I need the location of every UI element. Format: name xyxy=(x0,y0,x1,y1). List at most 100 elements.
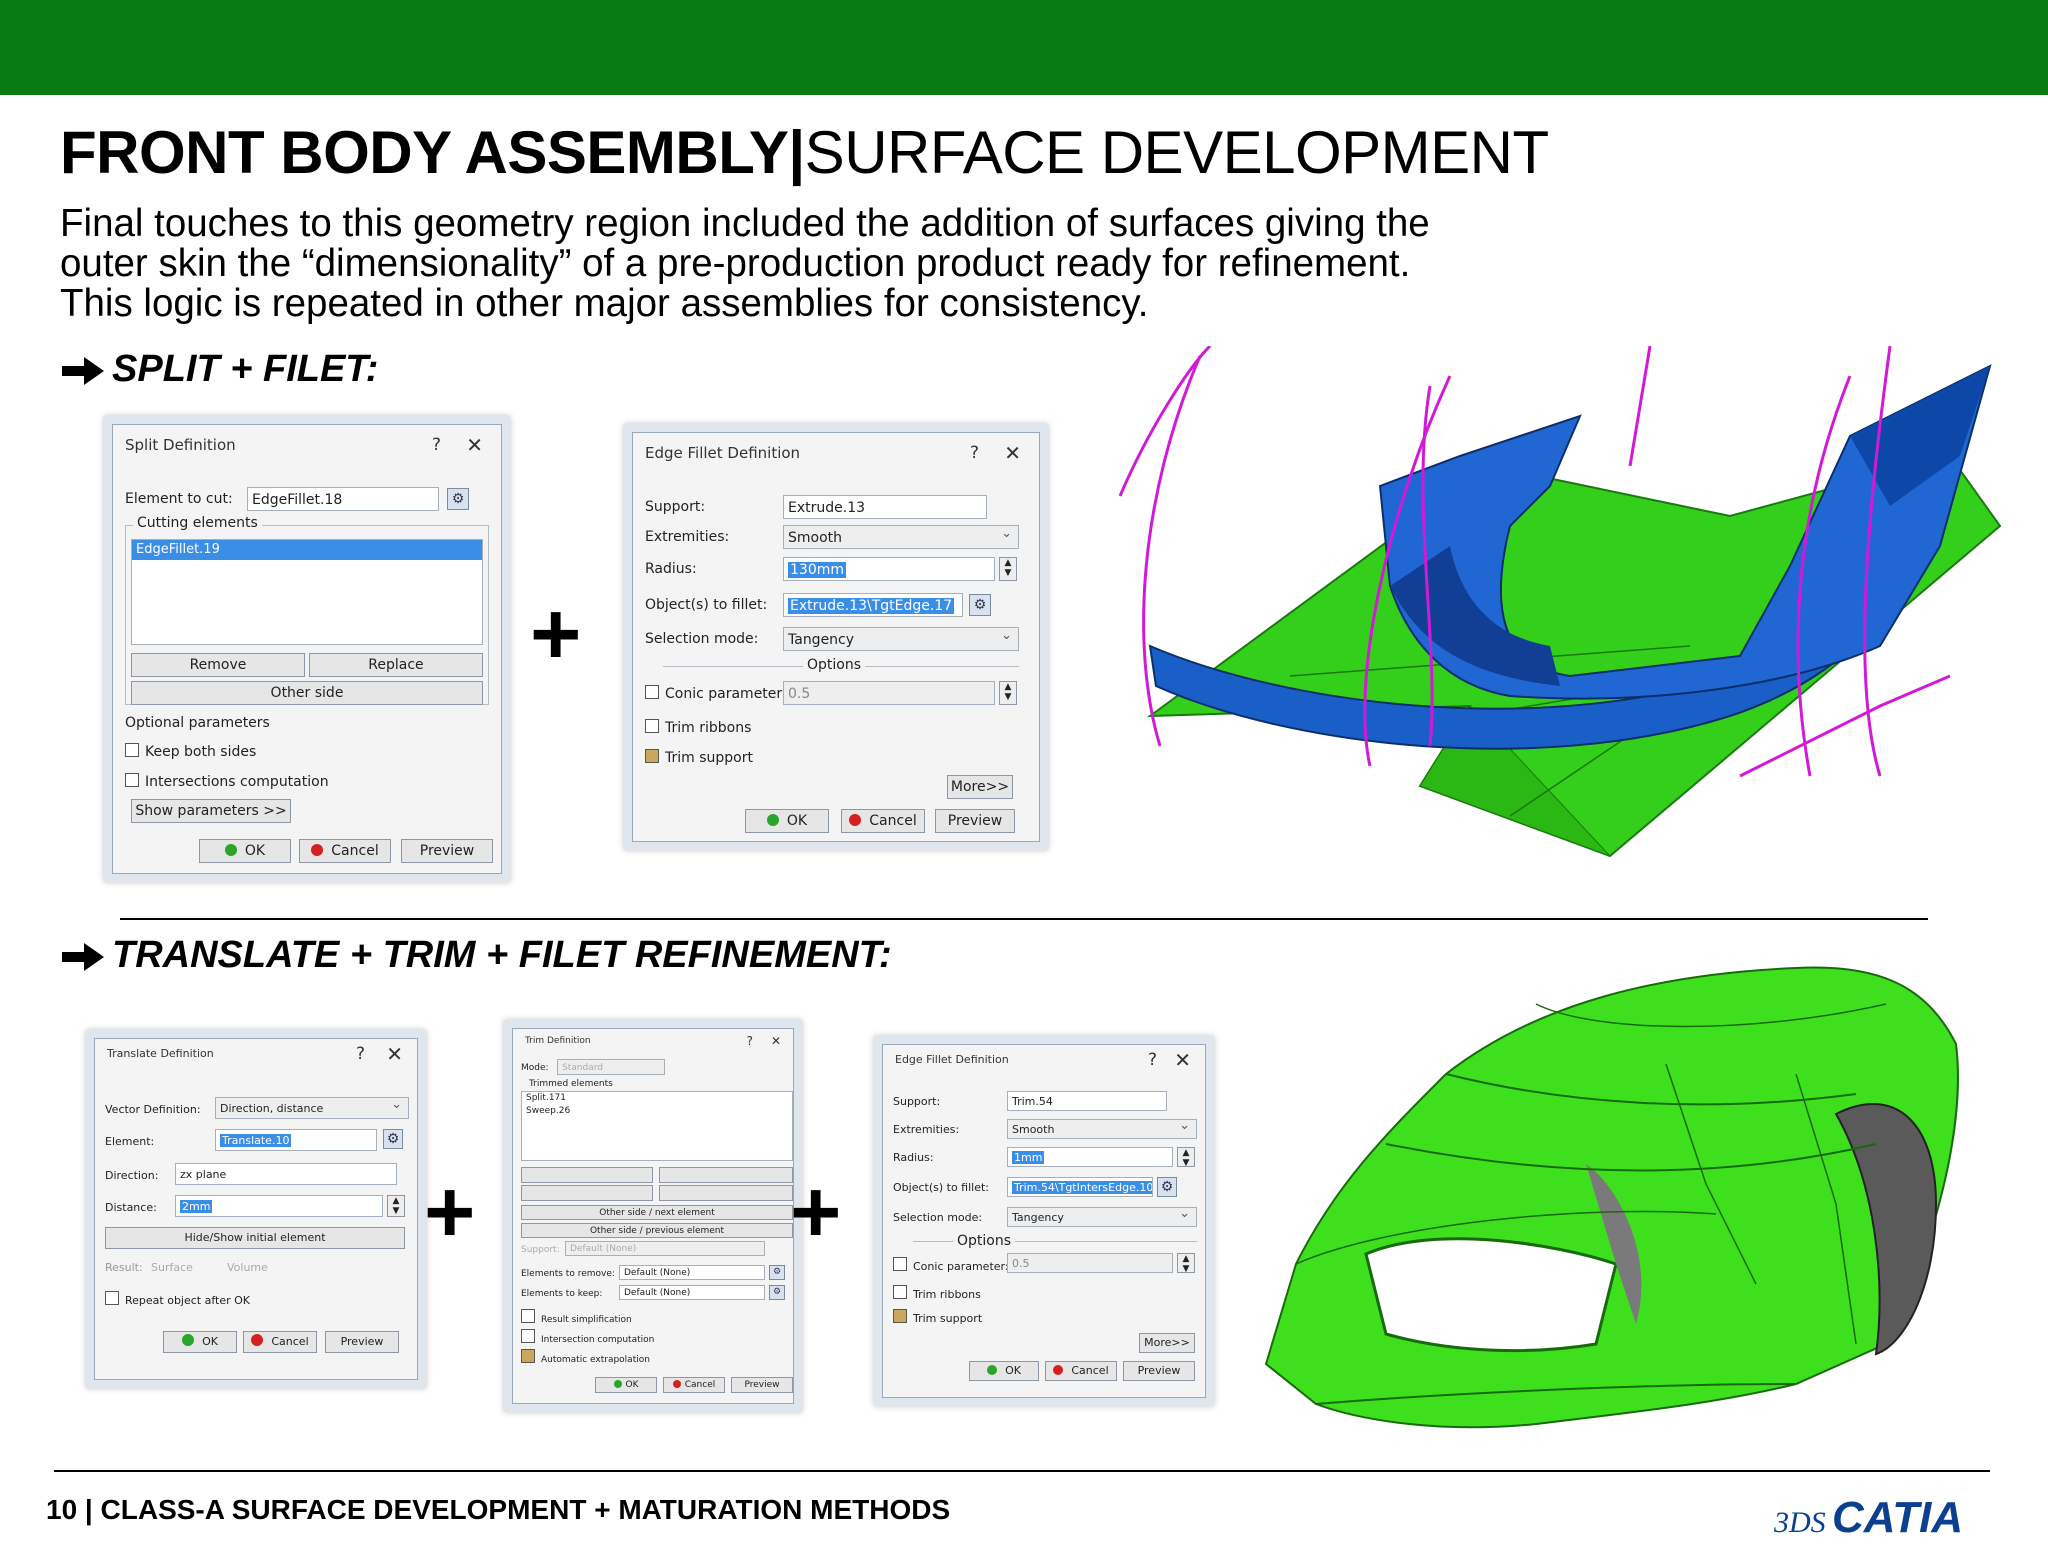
selection-mode-label: Selection mode: xyxy=(645,631,759,647)
preview-button[interactable]: Preview xyxy=(935,809,1015,833)
list-item[interactable]: Sweep.26 xyxy=(526,1106,571,1116)
dialog-title-bar: Edge Fillet Definition ? ✕ xyxy=(883,1045,1205,1075)
cancel-label: Cancel xyxy=(684,1380,716,1390)
preview-button[interactable]: Preview xyxy=(401,839,493,863)
close-button[interactable]: ✕ xyxy=(386,1042,403,1066)
disabled-button[interactable] xyxy=(659,1167,793,1183)
ok-button[interactable]: OK xyxy=(745,809,829,833)
automatic-extrapolation-checkbox[interactable]: Automatic extrapolation xyxy=(521,1349,650,1365)
repeat-object-checkbox[interactable]: Repeat object after OK xyxy=(105,1291,250,1307)
result-simplification-checkbox[interactable]: Result simplification xyxy=(521,1309,632,1325)
ok-label: OK xyxy=(625,1380,639,1390)
split-definition-dialog: Split Definition ? ✕ Element to cut: Edg… xyxy=(104,416,510,882)
ok-icon xyxy=(987,1365,998,1375)
support-field[interactable]: Default (None) xyxy=(565,1241,765,1256)
trim-ribbons-checkbox[interactable]: Trim ribbons xyxy=(893,1285,981,1301)
conic-spinner[interactable]: ▲▼ xyxy=(1177,1253,1195,1274)
radius-spinner[interactable]: ▲▼ xyxy=(1177,1147,1195,1168)
direction-field[interactable]: zx plane xyxy=(175,1163,397,1185)
ok-button[interactable]: OK xyxy=(969,1361,1039,1381)
extremities-dropdown[interactable]: Smooth xyxy=(1007,1119,1197,1139)
close-button[interactable]: ✕ xyxy=(770,1034,781,1048)
elements-to-keep-field[interactable]: Default (None) xyxy=(619,1285,765,1300)
objects-field[interactable]: Extrude.13\TgtEdge.17 xyxy=(783,593,963,617)
cancel-button[interactable]: Cancel xyxy=(1045,1361,1117,1381)
ok-button[interactable]: OK xyxy=(199,839,291,863)
selector-icon[interactable]: ⚙ xyxy=(769,1285,785,1300)
vector-definition-dropdown[interactable]: Direction, distance xyxy=(215,1097,409,1119)
mode-dropdown[interactable]: Standard xyxy=(557,1059,665,1075)
list-item[interactable]: Split.171 xyxy=(526,1093,566,1103)
result-surface-radio[interactable]: Surface xyxy=(151,1261,193,1274)
selector-icon[interactable]: ⚙ xyxy=(769,1265,785,1280)
cancel-button[interactable]: Cancel xyxy=(663,1377,725,1393)
disabled-button[interactable] xyxy=(521,1167,653,1183)
hide-show-button[interactable]: Hide/Show initial element xyxy=(105,1227,405,1249)
selector-icon[interactable]: ⚙ xyxy=(969,594,991,616)
disabled-button[interactable] xyxy=(521,1185,653,1201)
replace-button[interactable]: Replace xyxy=(309,653,483,677)
close-button[interactable]: ✕ xyxy=(1174,1048,1191,1072)
preview-button[interactable]: Preview xyxy=(1123,1361,1195,1381)
result-volume-radio[interactable]: Volume xyxy=(227,1261,268,1274)
cancel-icon xyxy=(1053,1365,1064,1375)
ok-button[interactable]: OK xyxy=(595,1377,657,1393)
cancel-button[interactable]: Cancel xyxy=(841,809,925,833)
close-button[interactable]: ✕ xyxy=(466,433,483,457)
radius-field[interactable]: 1mm xyxy=(1007,1147,1173,1167)
result-label: Result: xyxy=(105,1261,143,1274)
selector-icon[interactable]: ⚙ xyxy=(383,1129,403,1149)
help-button[interactable]: ? xyxy=(431,435,441,455)
preview-button[interactable]: Preview xyxy=(325,1331,399,1353)
intersections-checkbox[interactable]: Intersections computation xyxy=(125,773,329,790)
radius-spinner[interactable]: ▲▼ xyxy=(999,557,1017,581)
selection-mode-dropdown[interactable]: Tangency xyxy=(783,627,1019,651)
help-button[interactable]: ? xyxy=(1147,1050,1157,1070)
trim-ribbons-checkbox[interactable]: Trim ribbons xyxy=(645,719,751,736)
conic-parameter-checkbox[interactable]: Conic parameter: xyxy=(645,685,787,702)
disabled-button[interactable] xyxy=(659,1185,793,1201)
show-parameters-button[interactable]: Show parameters >> xyxy=(131,799,291,823)
other-side-button[interactable]: Other side xyxy=(131,681,483,705)
element-to-cut-field[interactable]: EdgeFillet.18 xyxy=(247,487,439,511)
keep-both-sides-checkbox[interactable]: Keep both sides xyxy=(125,743,256,760)
other-side-next-button[interactable]: Other side / next element xyxy=(521,1205,793,1220)
more-button[interactable]: More>> xyxy=(947,775,1013,799)
intersection-computation-checkbox[interactable]: Intersection computation xyxy=(521,1329,654,1345)
selection-mode-dropdown[interactable]: Tangency xyxy=(1007,1207,1197,1227)
cancel-button[interactable]: Cancel xyxy=(299,839,391,863)
help-button[interactable]: ? xyxy=(355,1044,365,1064)
radius-field[interactable]: 130mm xyxy=(783,557,995,581)
trim-support-checkbox[interactable]: Trim support xyxy=(645,749,753,766)
element-field[interactable]: Translate.10 xyxy=(215,1129,377,1151)
list-item[interactable]: EdgeFillet.19 xyxy=(132,540,482,560)
preview-button[interactable]: Preview xyxy=(731,1377,793,1393)
remove-button[interactable]: Remove xyxy=(131,653,305,677)
support-field[interactable]: Extrude.13 xyxy=(783,495,987,519)
selector-icon[interactable]: ⚙ xyxy=(447,488,469,510)
trimmed-elements-list[interactable]: Split.171 Sweep.26 xyxy=(521,1091,793,1161)
support-field[interactable]: Trim.54 xyxy=(1007,1091,1167,1111)
extremities-dropdown[interactable]: Smooth xyxy=(783,525,1019,549)
trim-support-checkbox[interactable]: Trim support xyxy=(893,1309,982,1325)
more-button[interactable]: More>> xyxy=(1139,1333,1195,1353)
cutting-elements-list[interactable]: EdgeFillet.19 xyxy=(131,539,483,645)
cancel-button[interactable]: Cancel xyxy=(243,1331,317,1353)
optional-parameters-label: Optional parameters xyxy=(125,715,270,731)
help-button[interactable]: ? xyxy=(969,443,979,463)
section-translate-heading: TRANSLATE + TRIM + FILET REFINEMENT: xyxy=(60,934,892,977)
conic-parameter-checkbox[interactable]: Conic parameter: xyxy=(893,1257,1009,1273)
conic-spinner[interactable]: ▲▼ xyxy=(999,681,1017,705)
selector-icon[interactable]: ⚙ xyxy=(1157,1177,1177,1197)
conic-parameter-field[interactable]: 0.5 xyxy=(1007,1253,1173,1273)
distance-spinner[interactable]: ▲▼ xyxy=(387,1195,405,1217)
elements-to-remove-field[interactable]: Default (None) xyxy=(619,1265,765,1280)
plus-sign: + xyxy=(790,1162,842,1261)
other-side-previous-button[interactable]: Other side / previous element xyxy=(521,1223,793,1238)
objects-field[interactable]: Trim.54\TgtIntersEdge.101 xyxy=(1007,1177,1153,1197)
distance-field[interactable]: 2mm xyxy=(175,1195,383,1217)
conic-parameter-field[interactable]: 0.5 xyxy=(783,681,995,705)
help-button[interactable]: ? xyxy=(746,1034,753,1048)
ok-button[interactable]: OK xyxy=(163,1331,237,1353)
close-button[interactable]: ✕ xyxy=(1004,441,1021,465)
